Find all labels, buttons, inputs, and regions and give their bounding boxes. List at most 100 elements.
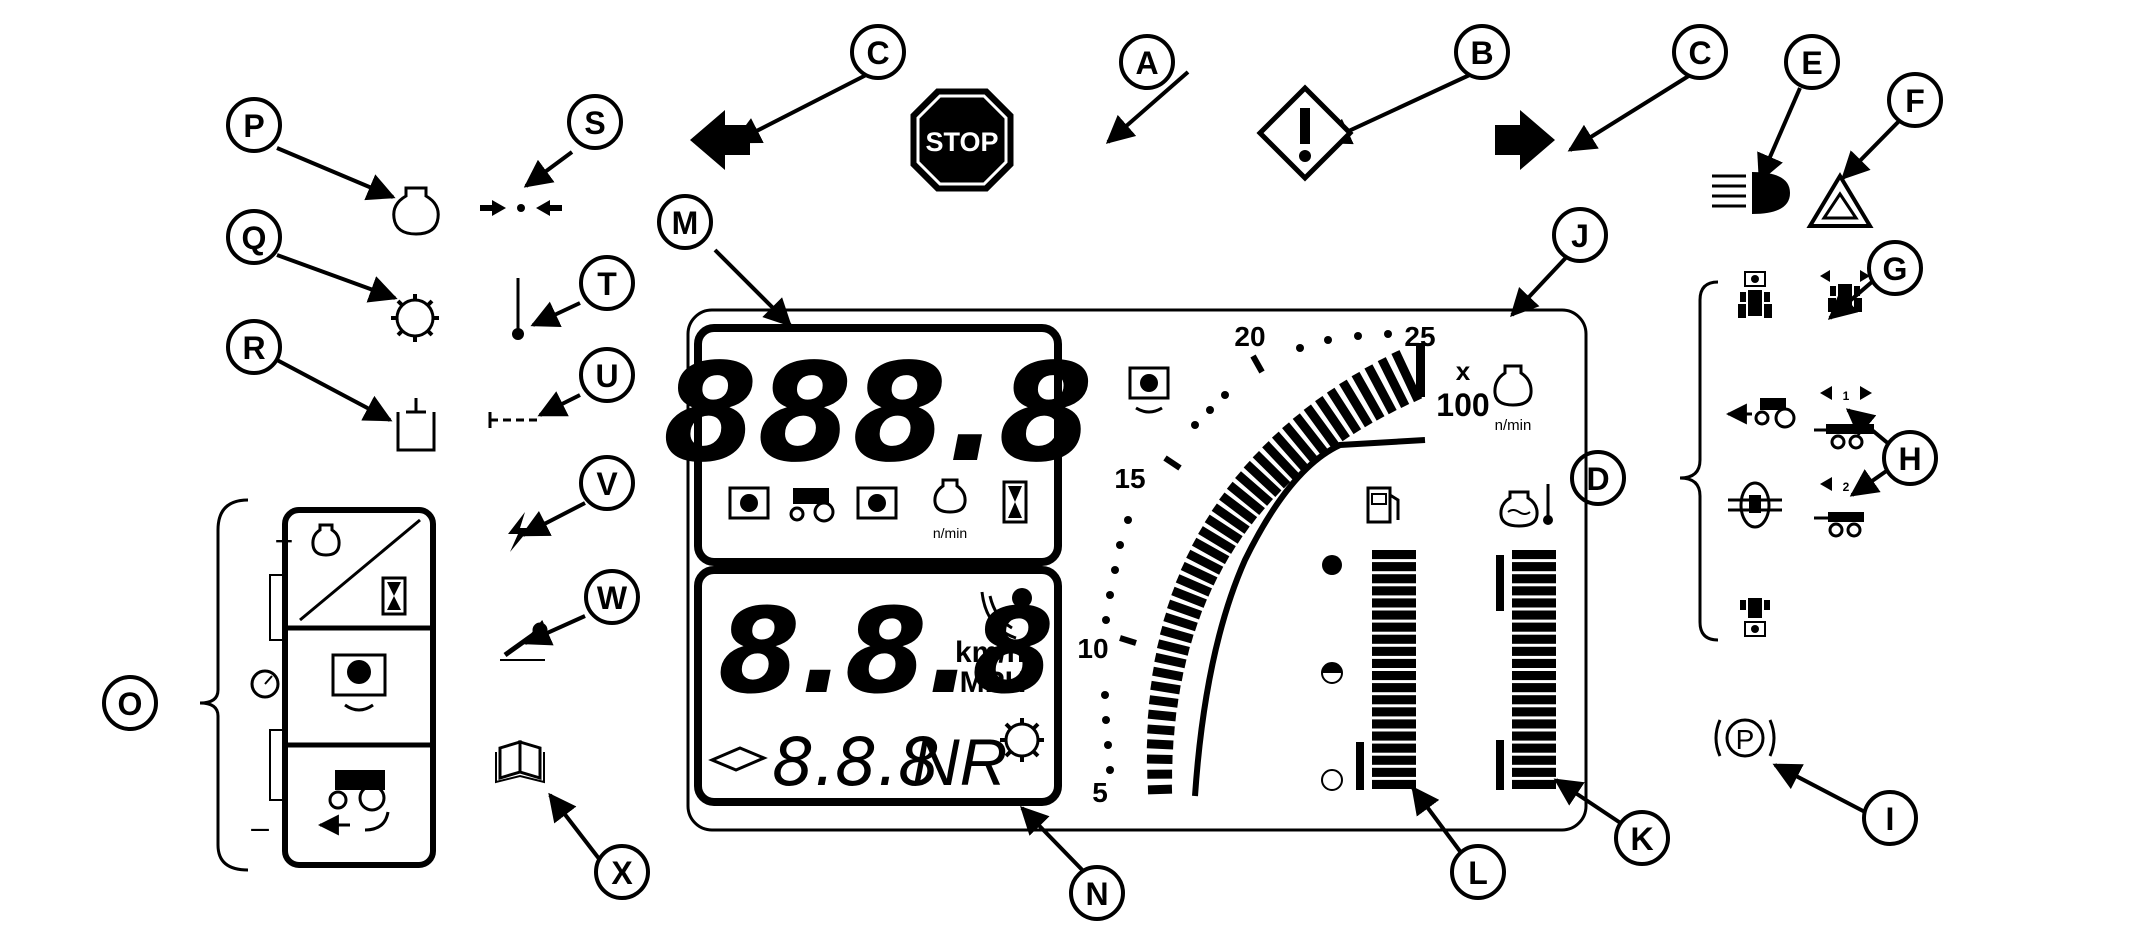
- tach-segment: [1171, 586, 1207, 608]
- svg-text:V: V: [596, 466, 618, 502]
- svg-text:x: x: [1456, 356, 1471, 386]
- callout-p: P: [226, 97, 282, 153]
- tach-dot: [1206, 406, 1214, 414]
- headlight-icon: [1712, 172, 1790, 214]
- svg-text:O: O: [118, 686, 143, 722]
- tach-segment: [1147, 709, 1177, 722]
- tach-dot: [1324, 336, 1332, 344]
- callout-k: K: [1614, 810, 1670, 866]
- svg-text:2: 2: [1843, 480, 1850, 494]
- tach-dot: [1354, 332, 1362, 340]
- tachometer-dots: [1101, 330, 1392, 774]
- svg-text:100: 100: [1436, 387, 1489, 423]
- tach-dot: [1116, 541, 1124, 549]
- callout-c-left: C: [850, 24, 906, 80]
- tach-segment: [1152, 666, 1184, 682]
- tach-segment: [1364, 364, 1397, 415]
- gauge-segment: [1512, 562, 1556, 572]
- speed-lcd: 8.8.8 km/h MPH 8.8.8 NR: [694, 566, 1062, 806]
- stop-sign-icon: STOP: [910, 88, 1014, 192]
- coolant-temperature-icon: [1499, 484, 1553, 528]
- svg-text:A: A: [1135, 45, 1158, 81]
- tach-segment: [1191, 537, 1230, 565]
- fuel-gauge: [1321, 486, 1416, 791]
- gauge-segment: [1372, 586, 1416, 596]
- gauge-segment: [1512, 731, 1556, 741]
- gauge-segment: [1512, 695, 1556, 705]
- svg-text:I: I: [1886, 801, 1895, 837]
- gear-icon: [391, 294, 439, 342]
- callout-m: M: [657, 194, 713, 250]
- svg-text:P: P: [1736, 724, 1755, 755]
- svg-text:N: N: [1085, 876, 1108, 912]
- steering-axle-icon: [1820, 270, 1870, 312]
- gauge-segment: [1372, 574, 1416, 584]
- trailer-1-icon: 1: [1814, 386, 1874, 450]
- filter-icon: [480, 200, 562, 216]
- gauge-segment: [1512, 622, 1556, 632]
- differential-lock-icon: [1728, 481, 1782, 529]
- book-icon-lcd: [708, 746, 768, 772]
- tach-segment: [1391, 350, 1423, 403]
- parking-brake-icon: P: [1714, 718, 1776, 758]
- tach-segment: [1377, 357, 1410, 409]
- callout-a: A: [1119, 34, 1175, 90]
- callout-i: I: [1862, 790, 1918, 846]
- svg-text:5: 5: [1092, 777, 1108, 808]
- tach-segment: [1146, 754, 1173, 764]
- tach-segment: [1167, 599, 1203, 620]
- gauge-segment: [1372, 610, 1416, 620]
- gauge-segment: [1512, 646, 1556, 656]
- tach-segment: [1243, 460, 1282, 497]
- tach-segment: [1252, 450, 1291, 489]
- tractor-icon: [789, 488, 835, 523]
- gauge-segment: [1512, 550, 1556, 560]
- tach-segment: [1271, 431, 1309, 472]
- svg-text:10: 10: [1077, 633, 1108, 664]
- tach-segment: [1186, 549, 1224, 575]
- gauge-segment: [1372, 719, 1416, 729]
- callout-labels: A C B C E F G H D I J K L M N O P Q R S …: [102, 24, 1943, 921]
- pto-icon-2: [856, 486, 898, 520]
- svg-text:+: +: [275, 523, 294, 559]
- tractor-speed-key[interactable]: [317, 770, 390, 836]
- callout-v: V: [579, 455, 635, 511]
- svg-text:20: 20: [1234, 321, 1265, 352]
- gauge-segment: [1372, 658, 1416, 668]
- svg-text:J: J: [1571, 218, 1589, 254]
- hazard-triangle-icon: [1806, 172, 1874, 228]
- gauge-segment: [1512, 743, 1556, 753]
- coolant-gauge: [1496, 484, 1556, 790]
- gauge-segment: [1512, 634, 1556, 644]
- svg-text:R: R: [242, 330, 265, 366]
- callout-c-right: C: [1672, 24, 1728, 80]
- callout-g: G: [1867, 240, 1923, 296]
- callout-w: W: [584, 569, 640, 625]
- callout-h: H: [1882, 430, 1938, 486]
- tach-segment: [1303, 404, 1340, 449]
- tach-segment: [1156, 639, 1190, 656]
- pto-key[interactable]: [331, 653, 387, 712]
- tach-dot: [1191, 421, 1199, 429]
- svg-text:Q: Q: [242, 220, 267, 256]
- tach-segment: [1198, 526, 1236, 554]
- gauge-segment: [1512, 719, 1556, 729]
- svg-text:8.8.8: 8.8.8: [772, 724, 940, 801]
- engine-icon-tach: [1493, 364, 1533, 407]
- svg-text:n/min: n/min: [1495, 417, 1532, 434]
- gauge-segment: [1512, 671, 1556, 681]
- fuel-half-dot: [1321, 662, 1343, 684]
- gauge-segment: [1512, 755, 1556, 765]
- tach-segment: [1219, 492, 1258, 525]
- tractor-pto-icon: [1725, 398, 1796, 429]
- gauge-segment: [1512, 767, 1556, 777]
- svg-text:F: F: [1905, 83, 1925, 119]
- rpm-hourmeter-key[interactable]: [299, 518, 421, 622]
- tachometer-bars: [1146, 343, 1425, 795]
- svg-text:H: H: [1898, 441, 1921, 477]
- gear-icon-lcd: [1000, 718, 1044, 762]
- svg-text:L: L: [1468, 855, 1488, 891]
- tach-segment: [1150, 680, 1181, 695]
- gauge-segment: [1372, 683, 1416, 693]
- tach-segment: [1159, 625, 1194, 644]
